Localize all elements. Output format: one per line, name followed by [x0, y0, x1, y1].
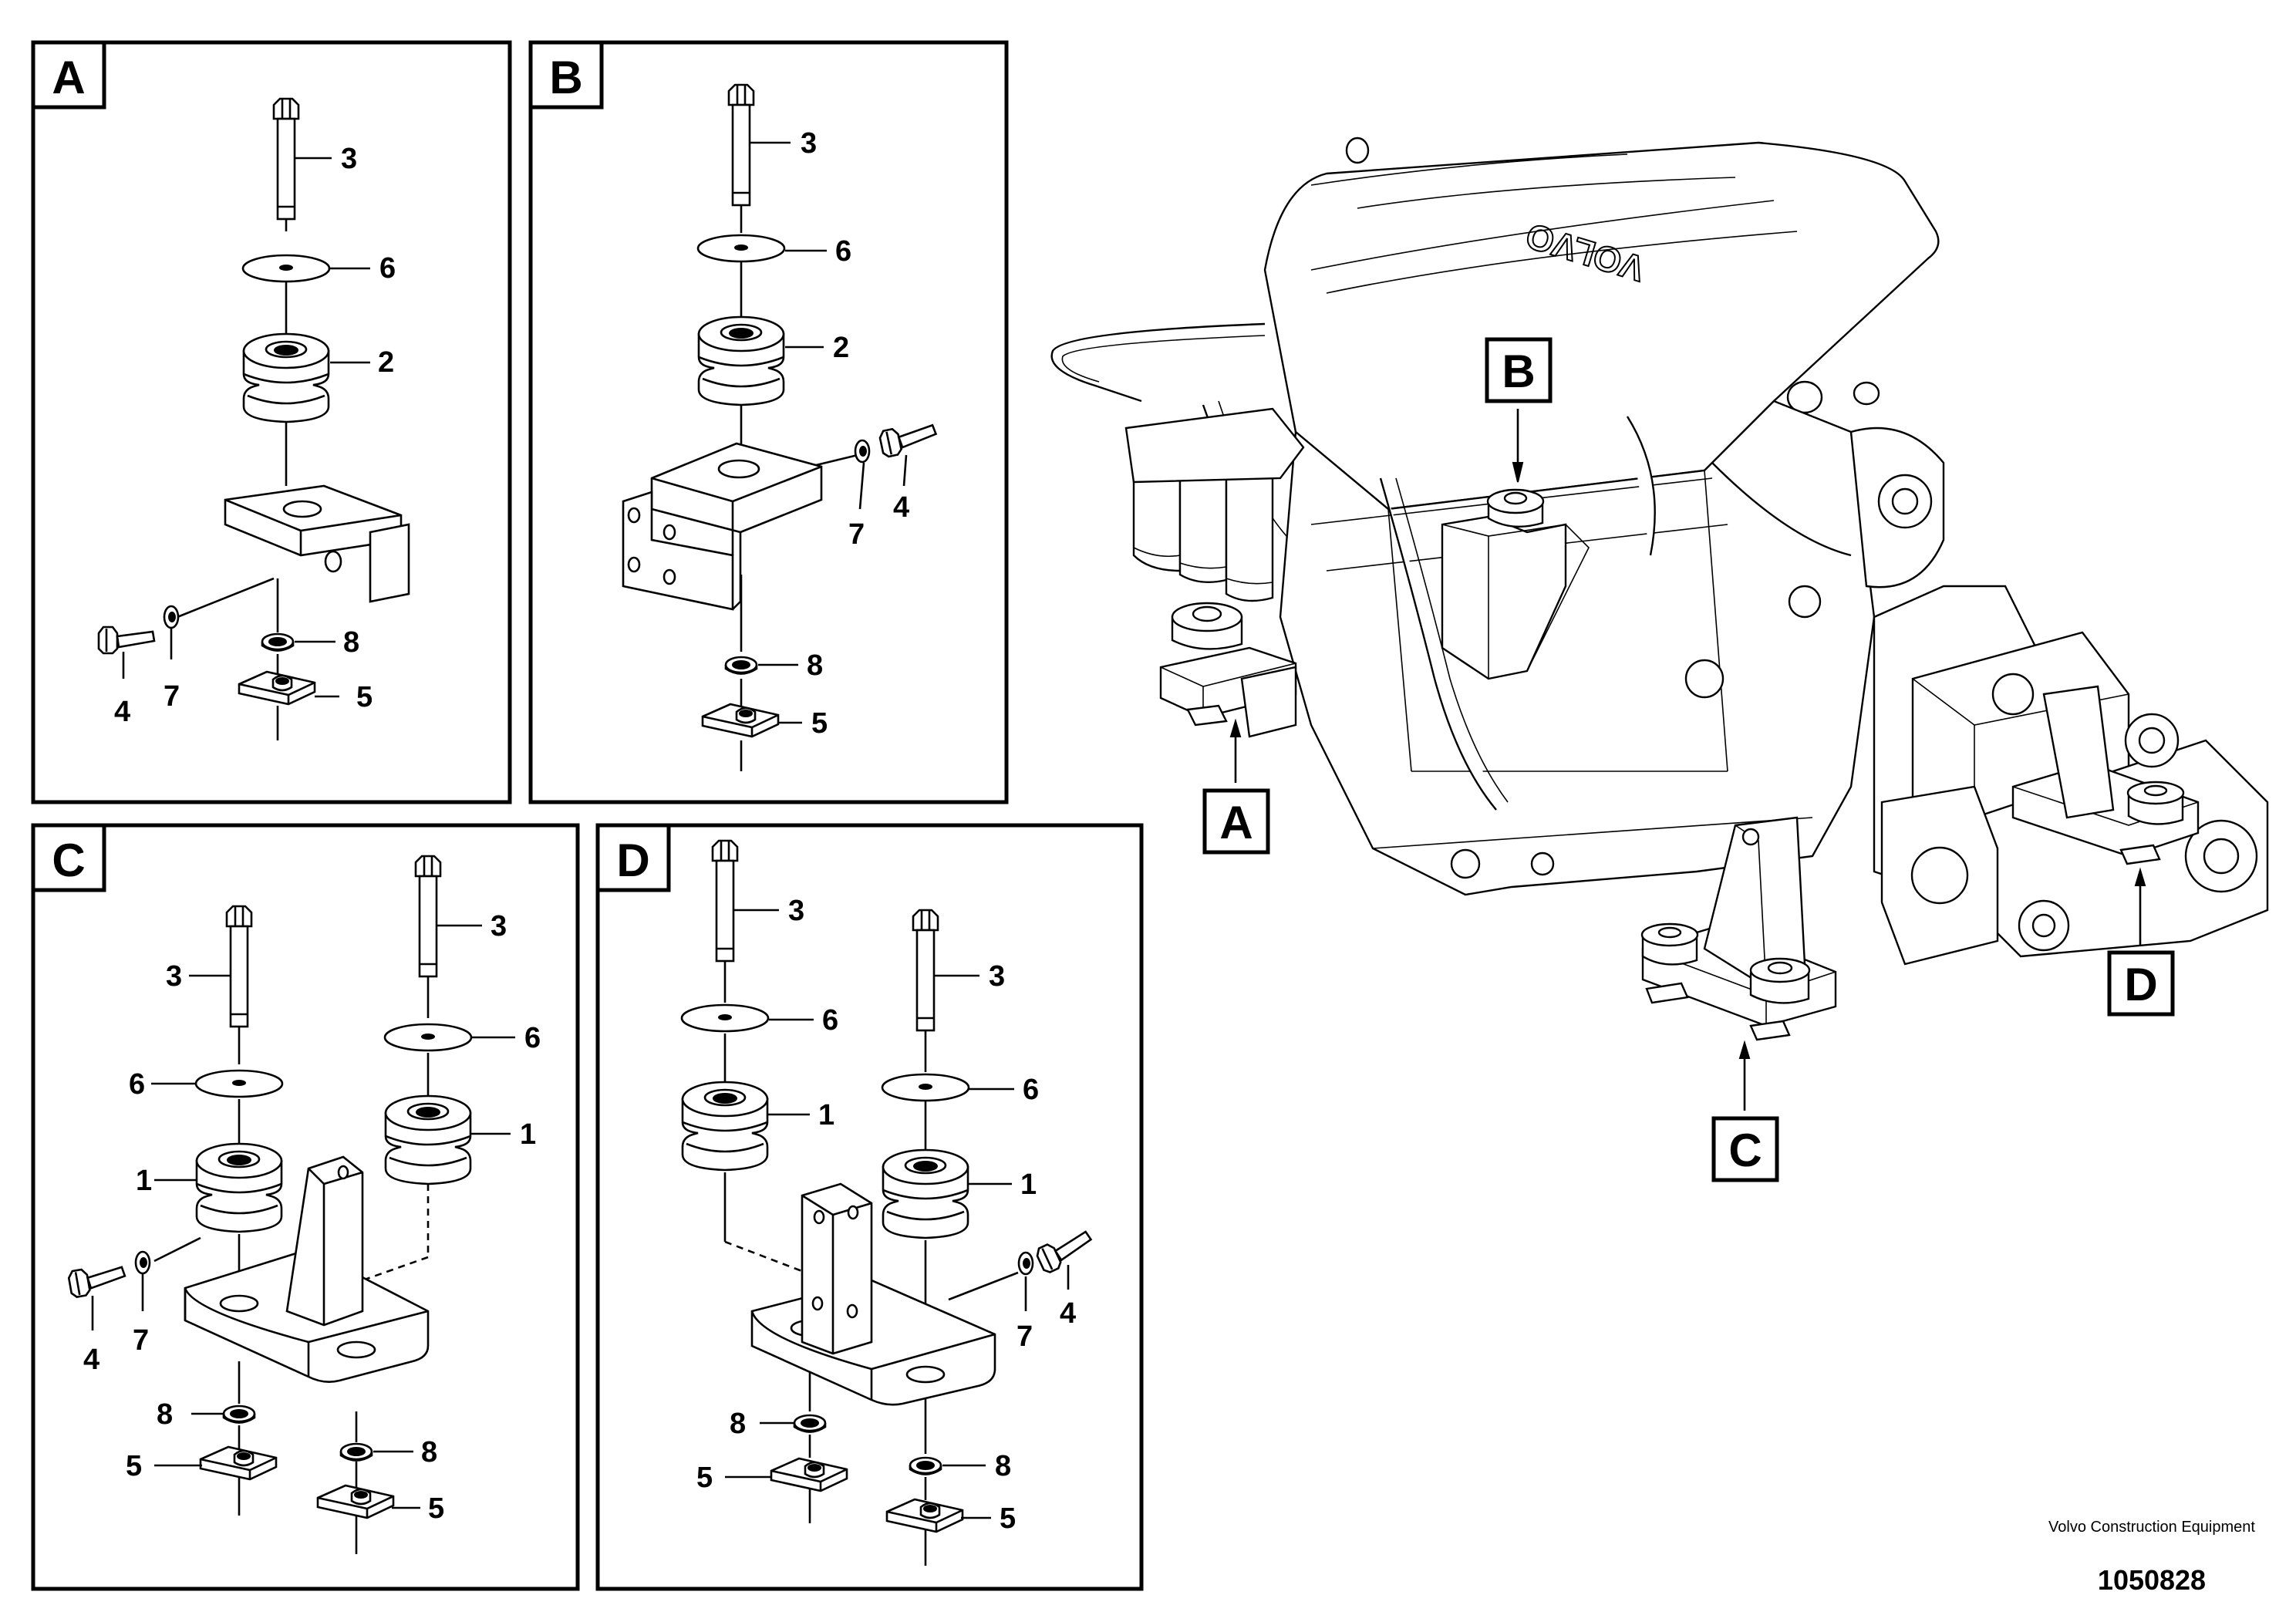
callout-1-left: 1 — [136, 1165, 152, 1197]
mounting-bracket — [750, 1182, 996, 1406]
rubber-mount-2 — [697, 315, 785, 406]
panel-d-label-box — [595, 823, 671, 892]
small-washer-8-right — [339, 1442, 373, 1462]
rubber-mount-1-right — [882, 1148, 969, 1239]
engine-mount-c — [1640, 816, 1837, 1041]
callout-8: 8 — [807, 649, 823, 682]
callout-6-left: 6 — [822, 1004, 838, 1037]
panel-d: D — [595, 823, 1144, 1591]
callout-5-left: 5 — [126, 1450, 142, 1482]
callout-1-right: 1 — [520, 1118, 536, 1151]
panel-b-label-box — [528, 40, 604, 110]
small-washer-8-right — [909, 1456, 942, 1475]
callout-3: 3 — [341, 143, 357, 175]
rubber-mount-1-left — [681, 1081, 769, 1172]
callout-2: 2 — [833, 332, 849, 364]
callout-5-left: 5 — [696, 1462, 713, 1494]
panel-a-label: A — [52, 52, 85, 103]
callout-3-right: 3 — [491, 910, 507, 943]
washer-6-left — [194, 1069, 284, 1098]
washer-6 — [241, 254, 331, 283]
washer-6 — [696, 234, 786, 263]
washer-6-left — [680, 1003, 770, 1033]
side-washer-7 — [134, 1250, 151, 1275]
callout-6-right: 6 — [524, 1022, 541, 1054]
engine-mount-a — [1159, 602, 1297, 738]
small-washer-8 — [724, 656, 758, 675]
footer-company: Volvo Construction Equipment — [2048, 1519, 2255, 1536]
callout-4: 4 — [83, 1344, 99, 1376]
callout-6: 6 — [835, 235, 851, 268]
bolt-3-right — [912, 909, 939, 1032]
panel-c: C — [31, 823, 580, 1591]
callout-3: 3 — [801, 127, 817, 160]
overview-label-b: B — [1502, 346, 1535, 397]
bolt-3-right — [414, 855, 442, 978]
overview-marker-b: B — [1485, 337, 1553, 483]
illustration-number: 1050828 — [2097, 1564, 2207, 1596]
panel-b-label: B — [549, 52, 582, 103]
small-washer-8-left — [793, 1414, 827, 1433]
bolt-3-left — [711, 839, 739, 963]
small-washer-8 — [261, 632, 295, 652]
overview-marker-a: A — [1202, 718, 1270, 855]
callout-1-left: 1 — [818, 1099, 834, 1131]
side-washer-7 — [163, 605, 180, 629]
panel-a-label-box — [31, 40, 106, 110]
panel-d-label: D — [616, 835, 649, 886]
bolt-3 — [272, 97, 300, 221]
bolt-3-left — [225, 905, 253, 1028]
bolt-3 — [727, 83, 755, 207]
washer-6-right — [881, 1073, 970, 1102]
side-washer-7 — [854, 439, 871, 464]
overview-marker-c: C — [1711, 1040, 1779, 1182]
callout-2: 2 — [378, 346, 394, 379]
rubber-mount-1-right — [384, 1094, 472, 1185]
callout-7: 7 — [1017, 1320, 1033, 1353]
rubber-mount-1-left — [195, 1142, 283, 1233]
callout-5: 5 — [811, 707, 828, 740]
callout-7: 7 — [164, 680, 180, 713]
callout-8-left: 8 — [157, 1398, 173, 1431]
callout-5-right: 5 — [428, 1492, 444, 1525]
callout-6: 6 — [379, 252, 396, 285]
panel-b: B 3 — [528, 40, 1009, 804]
callout-5: 5 — [356, 681, 373, 713]
callout-8-left: 8 — [730, 1408, 746, 1440]
callout-7: 7 — [848, 518, 865, 551]
overview-label-c: C — [1728, 1125, 1762, 1176]
engine-mount-d — [2011, 685, 2200, 865]
washer-6-right — [383, 1023, 473, 1052]
callout-4: 4 — [893, 491, 909, 524]
fuel-filters — [1124, 407, 1305, 602]
callout-3-right: 3 — [989, 960, 1005, 993]
callout-8-right: 8 — [421, 1436, 437, 1469]
overview-label-a: A — [1219, 797, 1253, 848]
rubber-mount-2 — [242, 332, 330, 423]
callout-8-right: 8 — [995, 1450, 1011, 1482]
callout-5-right: 5 — [1000, 1502, 1016, 1535]
mounting-bracket — [622, 442, 823, 611]
panel-c-label: C — [52, 835, 85, 886]
overview-label-d: D — [2124, 959, 2157, 1010]
callout-3-left: 3 — [788, 895, 804, 927]
engine-mount-b — [1441, 488, 1590, 680]
callout-1-right: 1 — [1020, 1168, 1037, 1201]
callout-7: 7 — [133, 1324, 149, 1357]
callout-4: 4 — [114, 696, 130, 728]
callout-6-left: 6 — [129, 1068, 145, 1101]
side-washer-7 — [1017, 1251, 1034, 1276]
panel-a: A 3 6 2 8 5 4 — [31, 40, 512, 804]
mounting-bracket — [184, 1155, 430, 1383]
callout-8: 8 — [343, 626, 359, 659]
callout-4: 4 — [1060, 1297, 1076, 1330]
callout-6-right: 6 — [1023, 1074, 1039, 1106]
panel-c-label-box — [31, 823, 106, 892]
engine-overview: VOLVO — [1050, 137, 2269, 1182]
mounting-bracket — [224, 484, 410, 603]
small-washer-8-left — [222, 1404, 256, 1424]
callout-3-left: 3 — [166, 960, 182, 993]
overview-marker-d: D — [2107, 867, 2175, 1017]
